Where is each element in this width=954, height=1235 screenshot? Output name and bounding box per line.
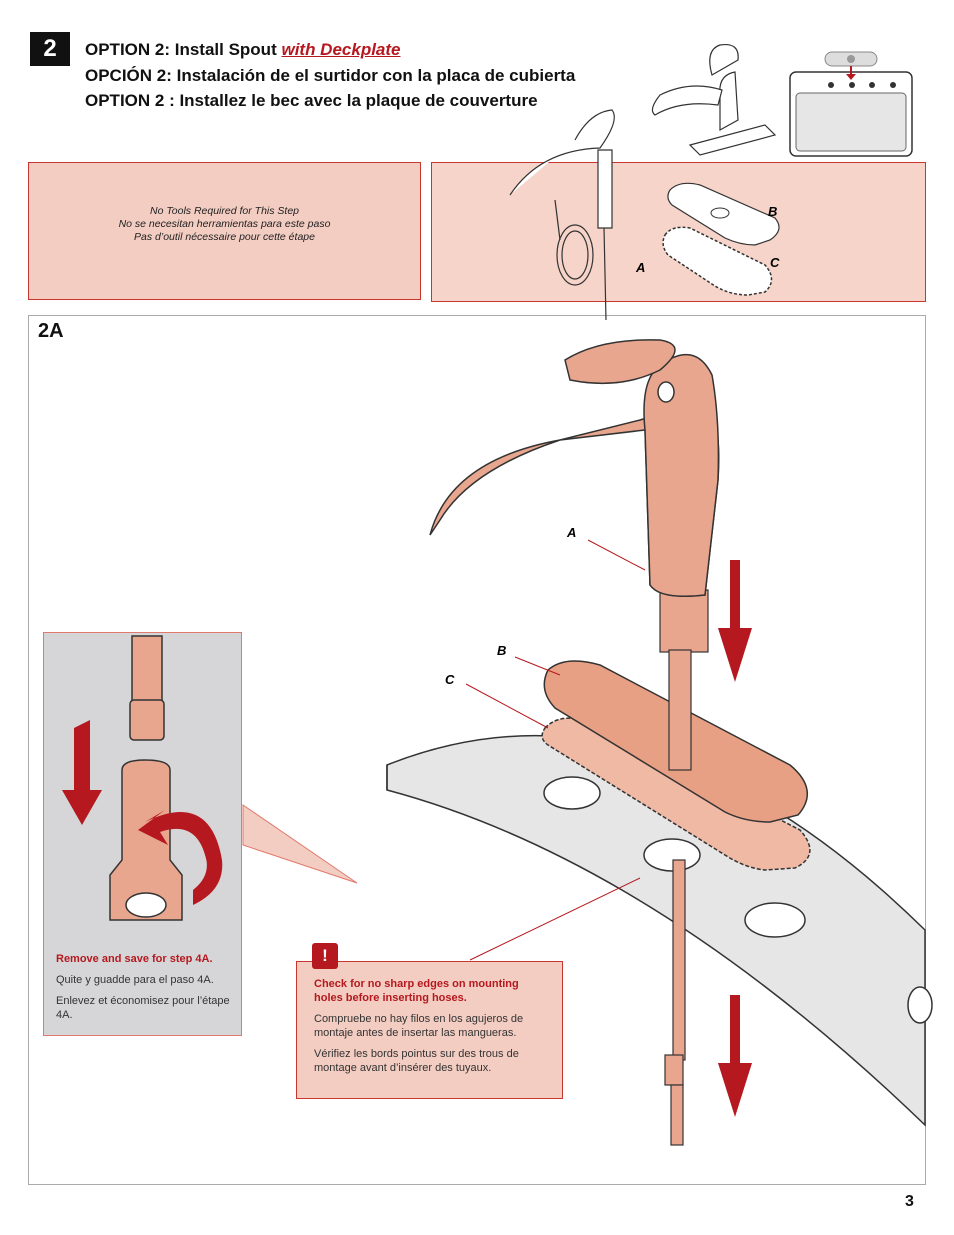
warning-fr: Vérifiez les bords pointus sur des trous… (314, 1048, 519, 1074)
inset-callout-wedge (242, 804, 358, 884)
warning-text: Check for no sharp edges on mounting hol… (314, 977, 546, 1082)
faucet-with-deckplate-thumbnail (651, 43, 777, 156)
down-arrow-top (718, 560, 752, 682)
tools-note-panel: No Tools Required for This Step No se ne… (28, 162, 421, 300)
parts-deckplate-b (667, 182, 780, 246)
title-english-prefix: OPTION 2: Install Spout (85, 40, 282, 59)
hose-fitting-detail (109, 635, 183, 921)
title-english: OPTION 2: Install Spout with Deckplate (85, 40, 401, 60)
step-2a-panel (28, 315, 926, 1185)
parts-label-a: A (635, 260, 645, 275)
tools-note-fr: Pas d’outil nécessaire pour cette étape (134, 231, 315, 243)
title-spanish: OPCIÓN 2: Instalación de el surtidor con… (85, 66, 576, 85)
warning-es: Compruebe no hay filos en los agujeros d… (314, 1013, 524, 1039)
parts-label-b: B (768, 204, 777, 219)
inset-note-es: Quite y guadde para el paso 4A. (56, 974, 214, 986)
inset-down-arrow (62, 720, 102, 825)
tools-note-text: No Tools Required for This Step No se ne… (29, 205, 420, 244)
step-number-badge: 2 (30, 32, 70, 66)
main-label-a: A (566, 525, 576, 540)
title-english-accent: with Deckplate (281, 40, 401, 59)
tools-note-es: No se necesitan herramientas para este p… (118, 218, 331, 230)
inset-note-en: Remove and save for step 4A. (56, 953, 213, 965)
parts-spout-hose (509, 109, 615, 321)
down-arrow-bottom (718, 995, 752, 1117)
inset-rotate-arrow (138, 810, 223, 905)
parts-label-c: C (770, 255, 780, 270)
sink-diagram-thumbnail (789, 51, 913, 157)
title-french: OPTION 2 : Installez le bec avec la plaq… (85, 91, 538, 110)
page-number: 3 (905, 1193, 914, 1210)
faucet-spout-a (429, 339, 720, 597)
main-label-c: C (445, 672, 455, 687)
inset-note-fr: Enlevez et économisez pour l’étape 4A. (56, 995, 230, 1021)
label-leaders (465, 539, 646, 961)
warning-panel (296, 961, 563, 1099)
warning-en: Check for no sharp edges on mounting hol… (314, 978, 519, 1004)
tools-note-en: No Tools Required for This Step (149, 205, 300, 217)
sub-step-label: 2A (38, 320, 64, 342)
parts-gasket-c (662, 226, 773, 296)
main-label-b: B (497, 643, 506, 658)
warning-icon: ! (312, 943, 338, 969)
spout-shank (659, 589, 709, 1146)
gasket-c (541, 717, 811, 871)
inset-note: Remove and save for step 4A. Quite y gua… (56, 952, 234, 1029)
